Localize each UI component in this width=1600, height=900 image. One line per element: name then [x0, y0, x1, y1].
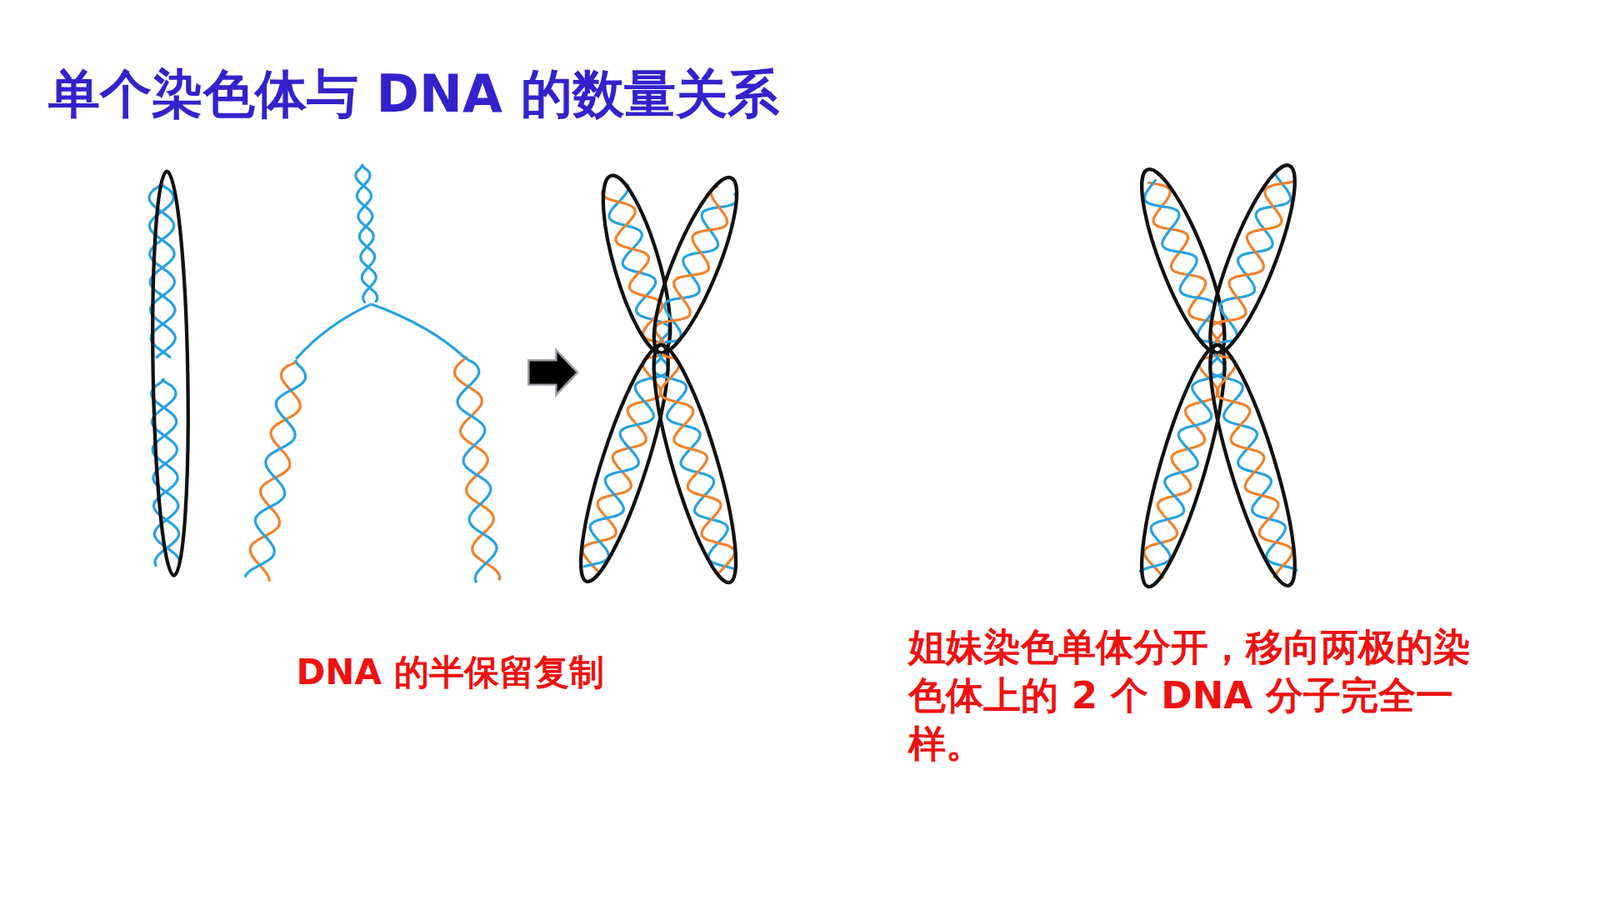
dna-strand [356, 165, 377, 301]
chromatid-outline [638, 338, 751, 589]
dna-strand [455, 357, 500, 580]
dna-strand [457, 357, 497, 583]
chromosome-outline [149, 170, 191, 576]
chromatid-outline [1195, 157, 1310, 361]
dna-strand [245, 360, 306, 576]
dna-strand [295, 304, 372, 360]
slide-title: 单个染色体与 DNA 的数量关系 [48, 63, 780, 125]
chromatid-outline [1195, 338, 1311, 592]
dna-strand [371, 304, 465, 358]
dna-strand [1210, 355, 1297, 570]
arrow-symbol [528, 350, 578, 395]
chromatid-outline [1126, 161, 1240, 361]
chromatid-outline [565, 338, 684, 589]
dna-strand [655, 186, 727, 344]
note-text: 姐妹染色单体分开，移向两极的染色体上的 2 个 DNA 分子完全一样。 [908, 623, 1492, 769]
chromatid-outline [639, 169, 753, 361]
dna-strand [250, 360, 300, 580]
caption-text: DNA 的半保留复制 [250, 651, 650, 694]
